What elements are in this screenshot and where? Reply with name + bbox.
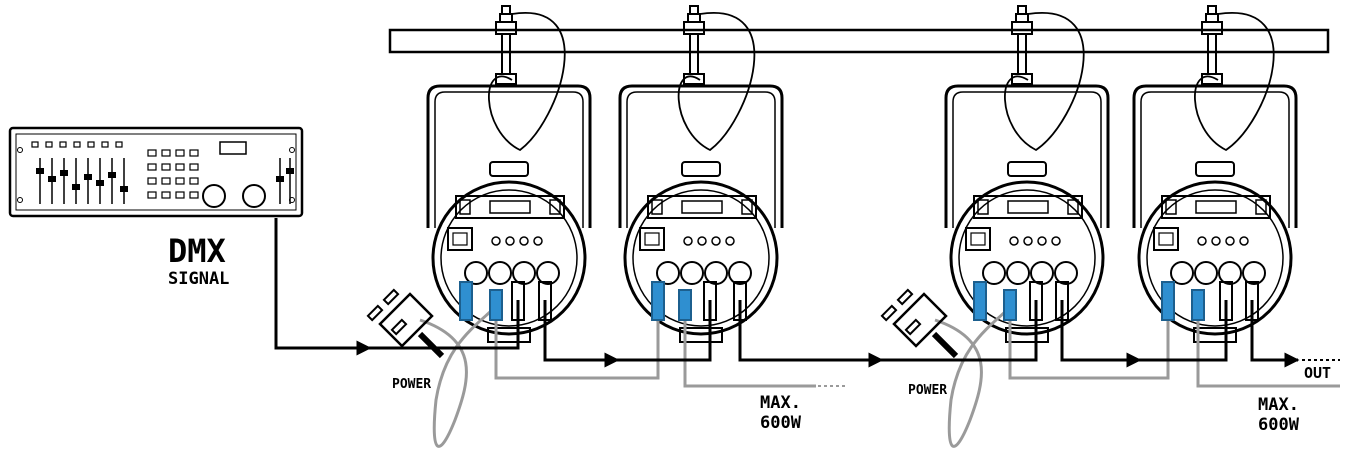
max-watt-label-2: 600W: [1258, 415, 1300, 435]
out-label: OUT: [1304, 364, 1331, 382]
fixture-3: [944, 84, 1110, 344]
fixture-4: [1132, 84, 1298, 344]
max-label-2: MAX.: [1258, 395, 1299, 415]
connectors: [459, 281, 1259, 321]
truss-clamp-icon: [1201, 5, 1223, 85]
truss-bar: [388, 28, 1330, 54]
dmx-controller-icon: [8, 126, 304, 218]
truss-clamp-icon: [683, 5, 705, 85]
truss-clamp-icon: [1011, 5, 1033, 85]
truss-clamp-icon: [495, 5, 517, 85]
power-label-2: POWER: [908, 383, 947, 398]
max-watt-label-1: 600W: [760, 413, 802, 433]
safety-cables: [488, 11, 1275, 152]
power-cables: [419, 300, 1340, 448]
signal-label: SIGNAL: [168, 269, 229, 289]
max-label-1: MAX.: [760, 393, 801, 413]
fixture-2: [618, 84, 784, 344]
fixture-1: [426, 84, 592, 344]
dmx-label: DMX: [168, 232, 226, 270]
power-label-1: POWER: [392, 377, 431, 392]
